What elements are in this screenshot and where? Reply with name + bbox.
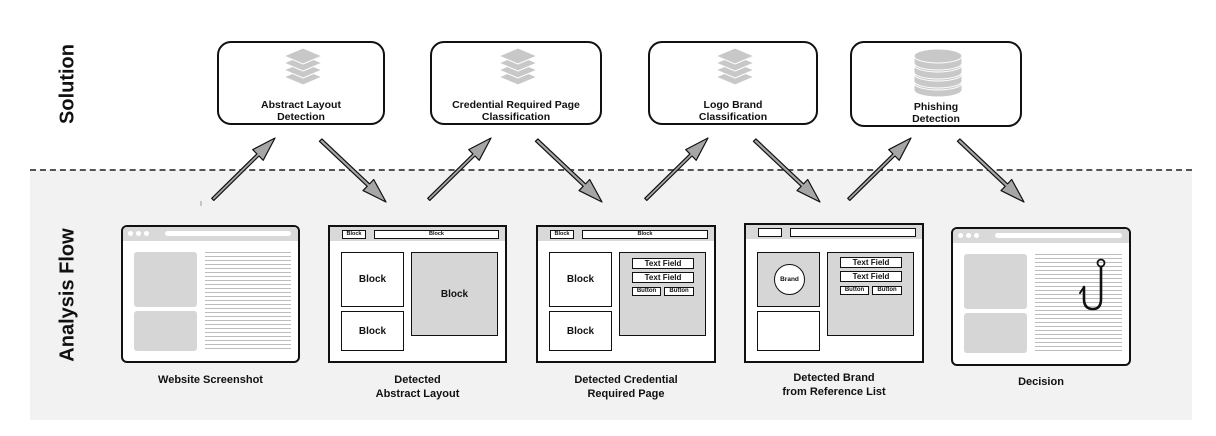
browser-bar [953, 229, 1129, 243]
fish-hook-icon [1079, 258, 1106, 311]
image-placeholder [134, 311, 197, 351]
layers-icon [714, 47, 756, 86]
browser-bar: Block Block [330, 227, 505, 241]
url-block [790, 228, 916, 237]
layers-icon [497, 47, 539, 86]
image-placeholder [964, 254, 1027, 309]
text-lines [205, 252, 291, 352]
layout-block: Block [341, 311, 404, 351]
layout-block: Block [549, 311, 612, 351]
browser-bar [123, 227, 298, 241]
solution-title: Credential Required Page Classification [452, 99, 580, 123]
caption-credential-page: Detected Credential Required Page [574, 374, 678, 400]
browser-bar: Block Block [538, 227, 714, 241]
caption-brand-detection: Detected Brand from Reference List [782, 372, 886, 398]
url-block: Block [374, 230, 499, 239]
text-field: Text Field [840, 271, 902, 282]
layout-block: Block [411, 252, 498, 336]
solution-box-abstract-layout: Abstract Layout Detection [217, 41, 385, 125]
button-block: Button [872, 286, 902, 295]
form-region: Text Field Text Field Button Button [827, 252, 914, 336]
solution-box-phishing-detection: Phishing Detection [850, 41, 1022, 127]
image-placeholder [134, 252, 197, 307]
text-field: Text Field [840, 257, 902, 268]
form-region: Text Field Text Field Button Button [619, 252, 706, 336]
solution-box-credential-classification: Credential Required Page Classification [430, 41, 602, 125]
layout-block: Block [549, 252, 612, 307]
credential-page-mock: Block Block Block Block Text Field Text … [536, 225, 716, 363]
window-dot [144, 231, 149, 236]
arrow-up [427, 137, 492, 201]
browser-bar [746, 225, 922, 239]
solution-box-logo-brand: Logo Brand Classification [648, 41, 818, 125]
arrow-down [318, 138, 387, 203]
abstract-layout-mock: Block Block Block Block Block [328, 225, 507, 363]
section-divider [30, 169, 1192, 171]
window-dot [974, 233, 979, 238]
window-dot [128, 231, 133, 236]
button-block: Button [632, 287, 661, 296]
caption-decision: Decision [1018, 376, 1064, 388]
solution-title: Phishing Detection [912, 101, 960, 125]
arrow-up [847, 137, 912, 201]
arrow-up [211, 137, 276, 201]
database-icon [913, 48, 963, 98]
text-field: Text Field [632, 258, 694, 269]
caption-abstract-layout: Detected Abstract Layout [375, 374, 460, 400]
text-field: Text Field [632, 272, 694, 283]
logo-region: Brand [757, 252, 820, 307]
window-dot [958, 233, 963, 238]
window-dot [136, 231, 141, 236]
layout-block [757, 311, 820, 351]
layout-block: Block [341, 252, 404, 307]
decision-mock [951, 227, 1131, 366]
solution-title: Abstract Layout Detection [261, 99, 341, 123]
image-placeholder [964, 313, 1027, 353]
button-block: Button [664, 287, 694, 296]
text-lines [1035, 254, 1122, 354]
solution-title: Logo Brand Classification [698, 99, 768, 123]
bar-block: Block [342, 230, 366, 239]
arrow-down [534, 138, 603, 203]
url-block: Block [582, 230, 708, 239]
window-dot [966, 233, 971, 238]
button-block: Button [840, 286, 869, 295]
layers-icon [282, 47, 324, 86]
arrow-down [752, 138, 821, 203]
address-bar [995, 233, 1122, 238]
caption-website-screenshot: Website Screenshot [158, 374, 263, 386]
brand-logo: Brand [774, 264, 805, 295]
bar-block [758, 228, 782, 237]
brand-detection-mock: Brand Text Field Text Field Button Butto… [744, 223, 924, 363]
arrow-down [956, 138, 1025, 203]
bar-block: Block [550, 230, 574, 239]
arrow-up [644, 137, 709, 201]
website-screenshot-mock [121, 225, 300, 363]
address-bar [165, 231, 291, 236]
